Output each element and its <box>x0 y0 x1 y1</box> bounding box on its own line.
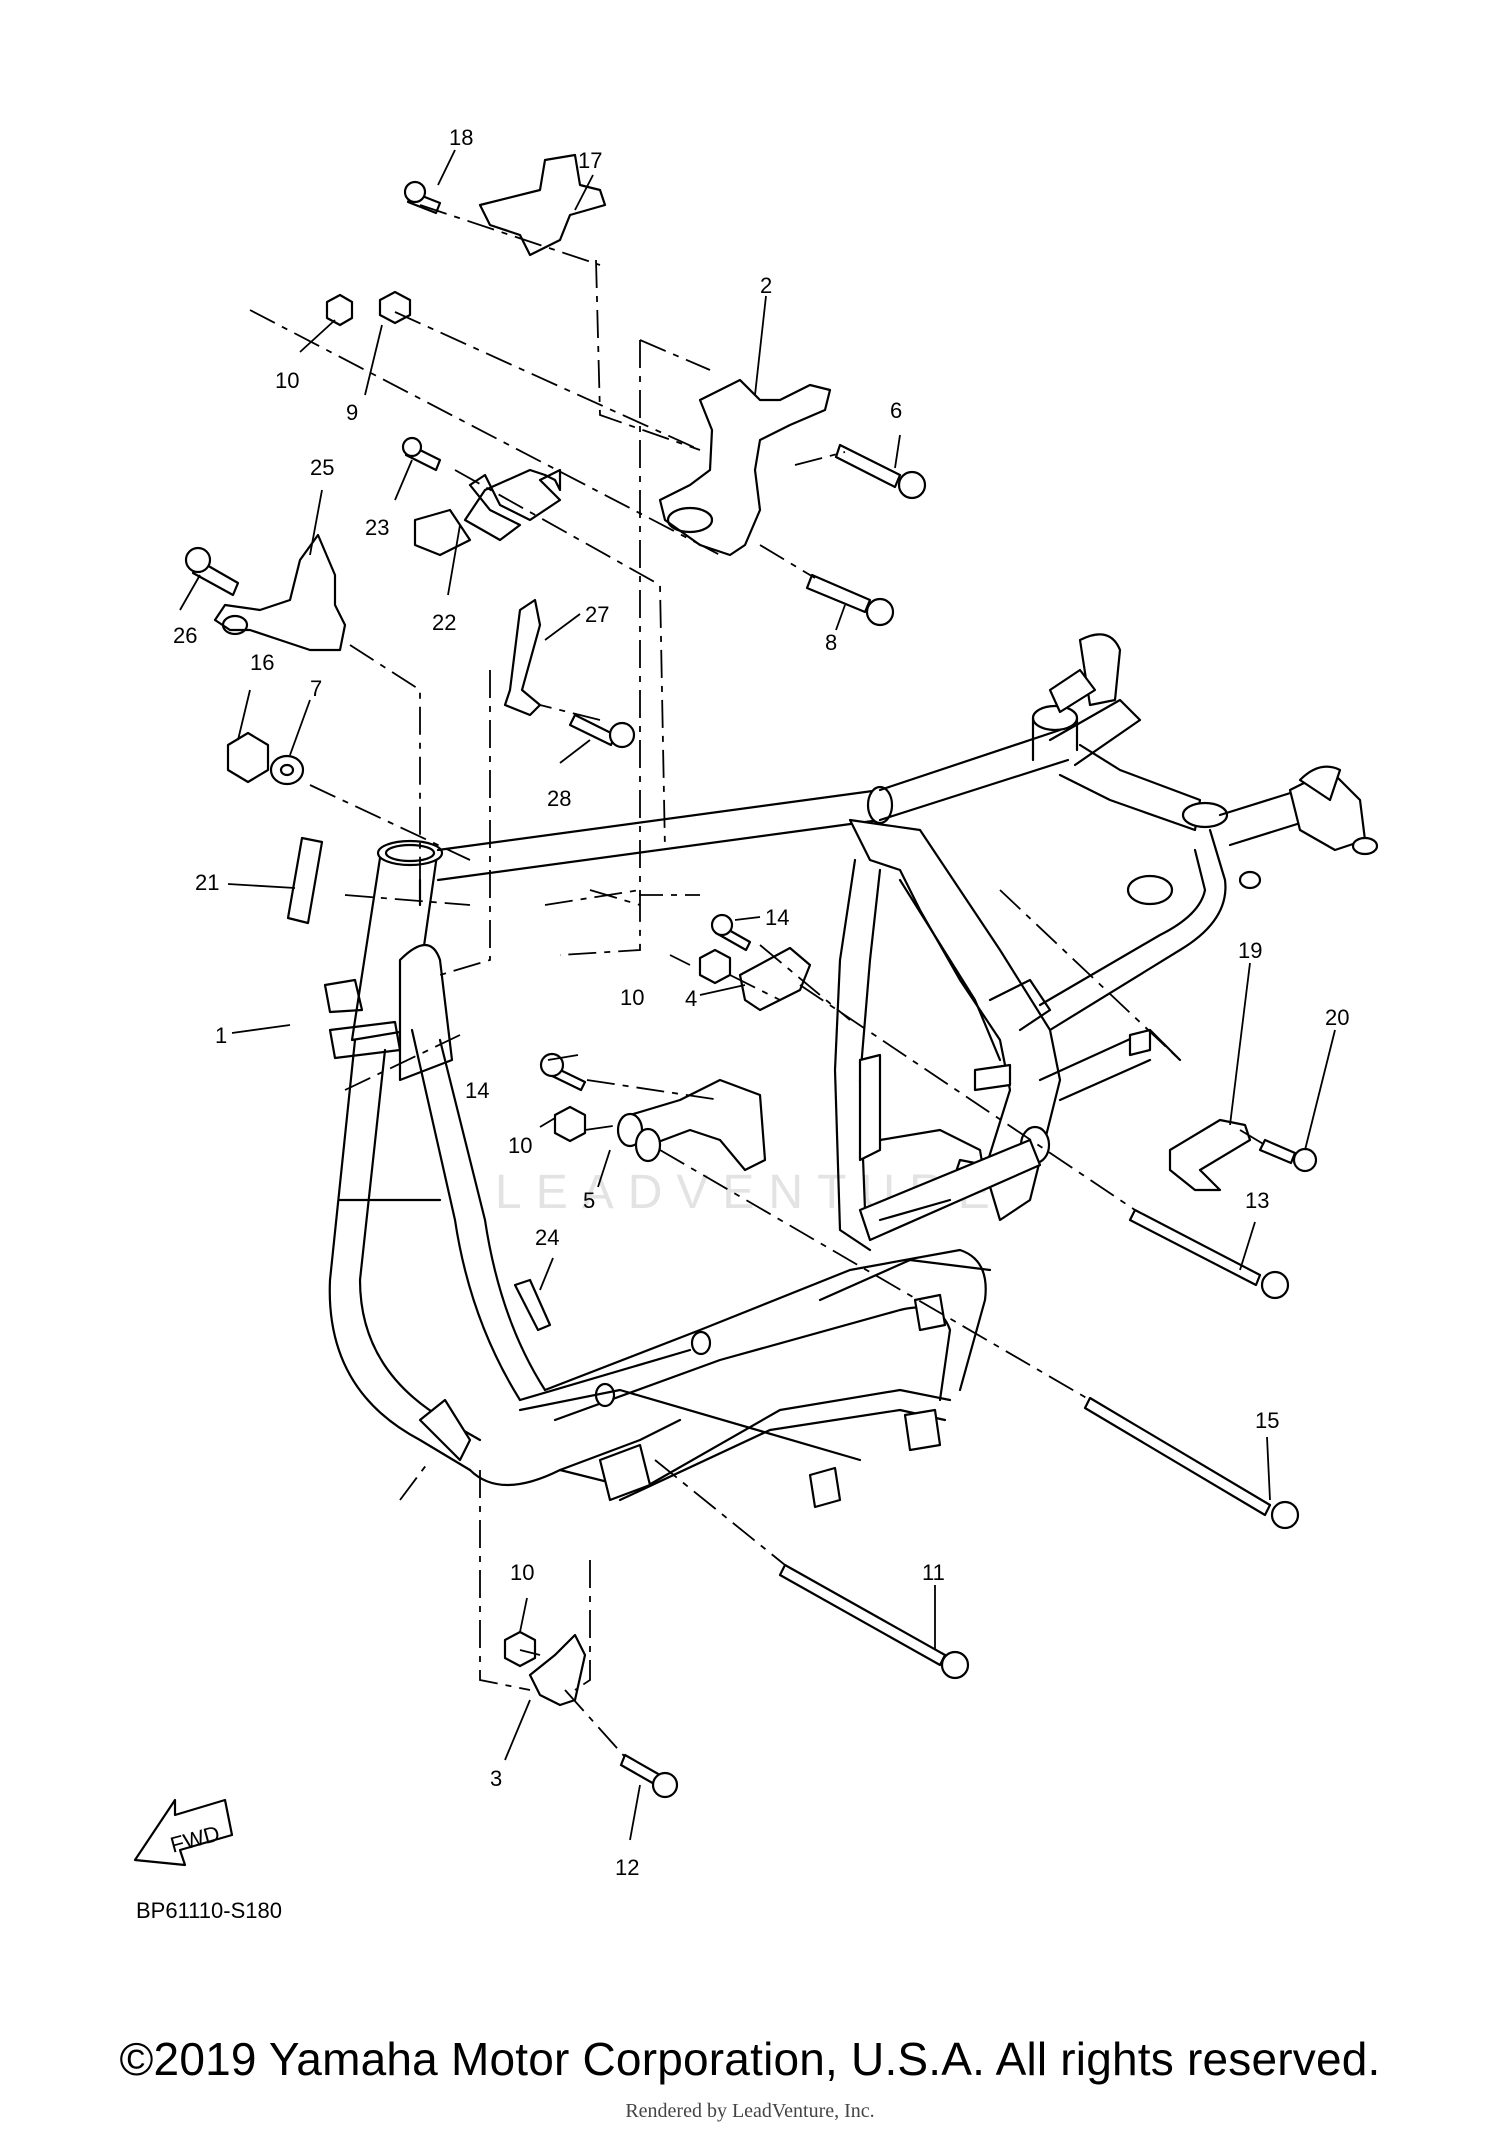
callout-6: 6 <box>890 398 902 423</box>
small-parts <box>133 153 1318 1867</box>
callout-23: 23 <box>365 515 389 540</box>
callout-16: 16 <box>250 650 274 675</box>
callout-24: 24 <box>535 1225 559 1250</box>
callout-22: 22 <box>432 610 456 635</box>
callout-5: 5 <box>583 1188 595 1213</box>
callout-13: 13 <box>1245 1188 1269 1213</box>
callout-10-top: 10 <box>275 368 299 393</box>
callout-20: 20 <box>1325 1005 1349 1030</box>
rendered-by-credit: Rendered by LeadVenture, Inc. <box>625 2100 875 2122</box>
callout-12: 12 <box>615 1855 639 1880</box>
callout-26: 26 <box>173 623 197 648</box>
callout-18: 18 <box>449 125 473 150</box>
callout-10-bottom: 10 <box>510 1560 534 1585</box>
callout-14-lower: 14 <box>465 1078 489 1103</box>
callout-15: 15 <box>1255 1408 1279 1433</box>
callout-19: 19 <box>1238 938 1262 963</box>
callout-10-mid: 10 <box>620 985 644 1010</box>
main-frame <box>323 633 1379 1509</box>
callout-1: 1 <box>215 1023 227 1048</box>
copyright-notice: ©2019 Yamaha Motor Corporation, U.S.A. A… <box>119 2033 1381 2085</box>
callout-labels: 1 2 3 4 5 6 7 8 9 10 10 10 10 11 12 13 1… <box>173 125 1349 1880</box>
callout-8: 8 <box>825 630 837 655</box>
callout-3: 3 <box>490 1766 502 1791</box>
callout-10-lower: 10 <box>508 1133 532 1158</box>
callout-9: 9 <box>346 400 358 425</box>
callout-14-upper: 14 <box>765 905 789 930</box>
callout-7: 7 <box>310 676 322 701</box>
callout-28: 28 <box>547 786 571 811</box>
assembly-lines <box>249 204 1266 1758</box>
diagram-code: BP61110-S180 <box>136 1898 282 1923</box>
callout-4: 4 <box>685 986 697 1011</box>
callout-11: 11 <box>922 1560 945 1585</box>
callout-25: 25 <box>310 455 334 480</box>
callout-17: 17 <box>578 148 602 173</box>
callout-21: 21 <box>195 870 219 895</box>
callout-27: 27 <box>585 602 609 627</box>
callout-2: 2 <box>760 273 772 298</box>
leader-lines <box>179 149 1336 1841</box>
